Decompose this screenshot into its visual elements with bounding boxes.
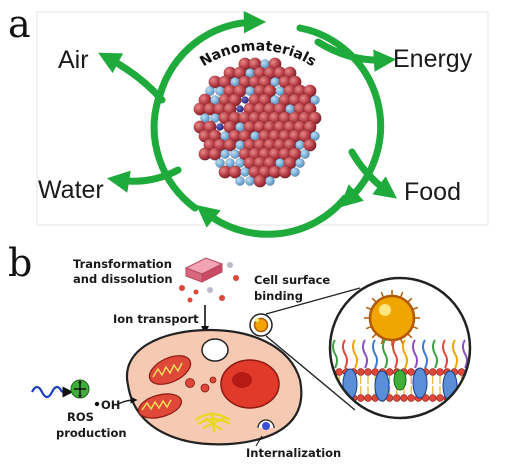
panel-b: b Transformation and dissolution Ion tra… <box>8 241 472 460</box>
nucleus <box>220 359 280 409</box>
nanoparticle-atom <box>310 95 320 105</box>
term-food: Food <box>404 178 461 206</box>
internalized-particle <box>262 422 270 430</box>
zoom-inset <box>328 276 472 420</box>
term-air: Air <box>58 46 89 74</box>
internalization-label: Internalization <box>246 446 341 460</box>
nanoparticle-atom <box>278 165 292 179</box>
nanoparticle-atom <box>200 113 210 123</box>
nanoparticle-atom <box>253 174 267 188</box>
nanoparticle-atom <box>215 158 225 168</box>
cell-surface-label-line1: Cell surface <box>254 273 330 287</box>
ros-label-line1: ROS <box>67 410 94 424</box>
zoom-line-top <box>265 287 361 315</box>
nanoparticle-atom <box>290 167 300 177</box>
ion-transport-label: Ion transport <box>113 312 199 326</box>
air-arrow <box>98 52 166 104</box>
organelle-dot <box>185 378 195 388</box>
dissolving-particle-icon <box>179 257 239 303</box>
ros-particle-icon <box>70 379 90 399</box>
panel-b-letter: b <box>8 241 32 285</box>
nanoparticle-atom <box>230 149 240 159</box>
nanoparticle-atom <box>225 158 235 168</box>
oh-arrow <box>117 396 138 405</box>
cycle-arrow-bottom <box>196 194 349 238</box>
nanoparticle-atom <box>220 149 230 159</box>
transformation-label-line2: and dissolution <box>73 272 173 286</box>
oh-radical-dot <box>94 401 100 407</box>
ros-label-line2: production <box>56 426 127 440</box>
internalization-pointer <box>255 435 263 447</box>
nanoparticle-atom <box>205 86 215 96</box>
food-arrow <box>348 148 398 199</box>
light-wave-icon <box>31 385 63 399</box>
nanoparticle-atom <box>245 176 255 186</box>
zoom-line-bottom <box>265 335 356 411</box>
panel-a: a Nanomaterials Air Energy Water Food <box>8 2 489 238</box>
mitochondrion-upper <box>148 355 192 385</box>
nanoparticle-atom <box>300 149 310 159</box>
nanoparticle-atom <box>216 123 224 131</box>
energy-arrow <box>314 38 397 72</box>
cell <box>125 328 303 446</box>
nanoparticle-atom <box>265 176 275 186</box>
organelle-dot <box>200 383 210 393</box>
cycle-arrows <box>98 10 398 238</box>
nanoparticle-atom <box>236 105 244 113</box>
endoplasmic-reticulum <box>194 411 231 433</box>
term-energy: Energy <box>393 45 473 73</box>
nanoparticle-atom <box>303 138 317 152</box>
organelle-dot <box>209 376 217 384</box>
nanoparticle-atom <box>235 176 245 186</box>
surface-bound-particle-icon <box>249 313 273 337</box>
transformation-label-line1: Transformation <box>73 257 172 271</box>
vacuole <box>201 338 229 362</box>
nanoparticle-atom <box>240 167 250 177</box>
nanoparticle-cluster-icon <box>193 57 322 188</box>
cycle-arrow-top <box>156 10 267 99</box>
nanoparticle-atom <box>310 131 320 141</box>
cell-surface-label-line2: binding <box>254 289 303 303</box>
panel-a-letter: a <box>8 2 31 46</box>
nanoparticle-atom <box>295 158 305 168</box>
cycle-arrow-left <box>150 96 199 212</box>
water-arrow <box>106 166 182 193</box>
mitochondrion-lower <box>137 393 183 419</box>
term-water: Water <box>38 176 104 204</box>
oh-label: OH <box>101 398 120 412</box>
nanoparticle-atom <box>241 96 249 104</box>
